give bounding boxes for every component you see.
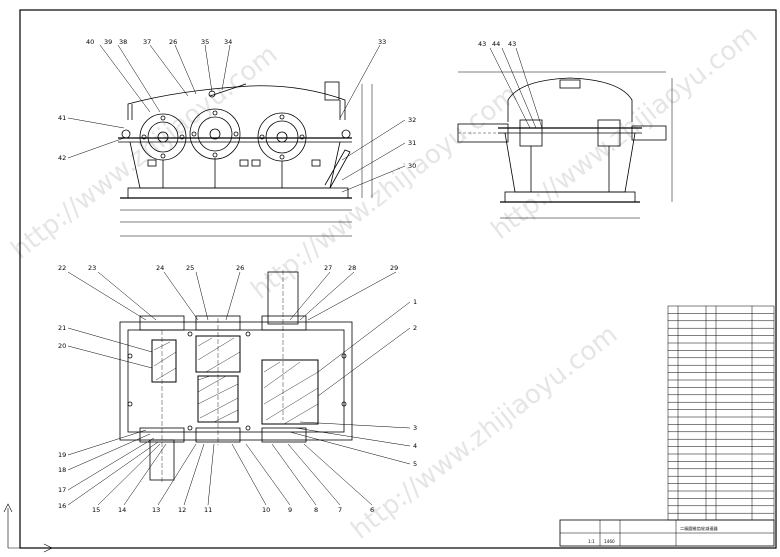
part-label: 29: [390, 264, 398, 272]
part-label: 1: [413, 298, 417, 306]
part-label: 9: [288, 506, 292, 514]
part-label: 27: [324, 264, 332, 272]
part-label: 15: [92, 506, 100, 514]
scale-text: 1:1: [588, 539, 595, 544]
part-label: 30: [408, 162, 416, 170]
part-label: 22: [58, 264, 66, 272]
part-label: 12: [178, 506, 186, 514]
part-label: 31: [408, 139, 416, 147]
plan-view: [67, 270, 411, 506]
part-label: 14: [118, 506, 126, 514]
part-label: 10: [262, 506, 270, 514]
part-label: 33: [378, 38, 386, 46]
part-label: 20: [58, 342, 66, 350]
part-label: 17: [58, 486, 66, 494]
part-label: 26: [236, 264, 244, 272]
part-label: 7: [338, 506, 342, 514]
part-label: 39: [104, 38, 112, 46]
parts-list: [667, 305, 775, 521]
part-label: 43: [478, 40, 486, 48]
part-label: 37: [143, 38, 151, 46]
part-label: 40: [86, 38, 94, 46]
title-block: 1:1 1460 二级圆锥齿轮减速器: [559, 519, 775, 547]
part-label: 44: [492, 40, 500, 48]
part-label: 23: [88, 264, 96, 272]
part-label: 19: [58, 451, 66, 459]
part-label: 25: [186, 264, 194, 272]
part-label: 38: [119, 38, 127, 46]
front-view-labels: 40 39 38 37 26 35 34 33 41 42 32 31 30: [58, 38, 416, 170]
part-label: 5: [413, 460, 417, 468]
part-label: 26: [169, 38, 177, 46]
part-label: 18: [58, 466, 66, 474]
part-label: 32: [408, 116, 416, 124]
side-view-labels: 43 44 43: [478, 40, 516, 48]
part-label: 41: [58, 114, 66, 122]
part-label: 35: [201, 38, 209, 46]
part-label: 21: [58, 324, 66, 332]
part-label: 42: [58, 154, 66, 162]
part-label: 16: [58, 502, 66, 510]
part-label: 4: [413, 442, 417, 450]
side-view: [457, 47, 673, 219]
part-label: 43: [508, 40, 516, 48]
part-label: 6: [370, 506, 374, 514]
drawing-title: 二级圆锥齿轮减速器: [680, 525, 719, 532]
ucs-icon: [3, 503, 53, 553]
front-view: [67, 44, 406, 237]
part-label: 8: [314, 506, 318, 514]
part-label: 34: [224, 38, 232, 46]
part-label: 28: [348, 264, 356, 272]
plan-view-labels: 22 23 24 25 26 27 28 29 1 2 3 4 5 21 20 …: [58, 264, 417, 514]
part-label: 3: [413, 424, 417, 432]
part-label: 2: [413, 324, 417, 332]
part-label: 11: [204, 506, 212, 514]
part-label: 13: [152, 506, 160, 514]
sheet-border: [19, 9, 777, 549]
sheet-number: 1460: [604, 539, 615, 544]
part-label: 24: [156, 264, 164, 272]
